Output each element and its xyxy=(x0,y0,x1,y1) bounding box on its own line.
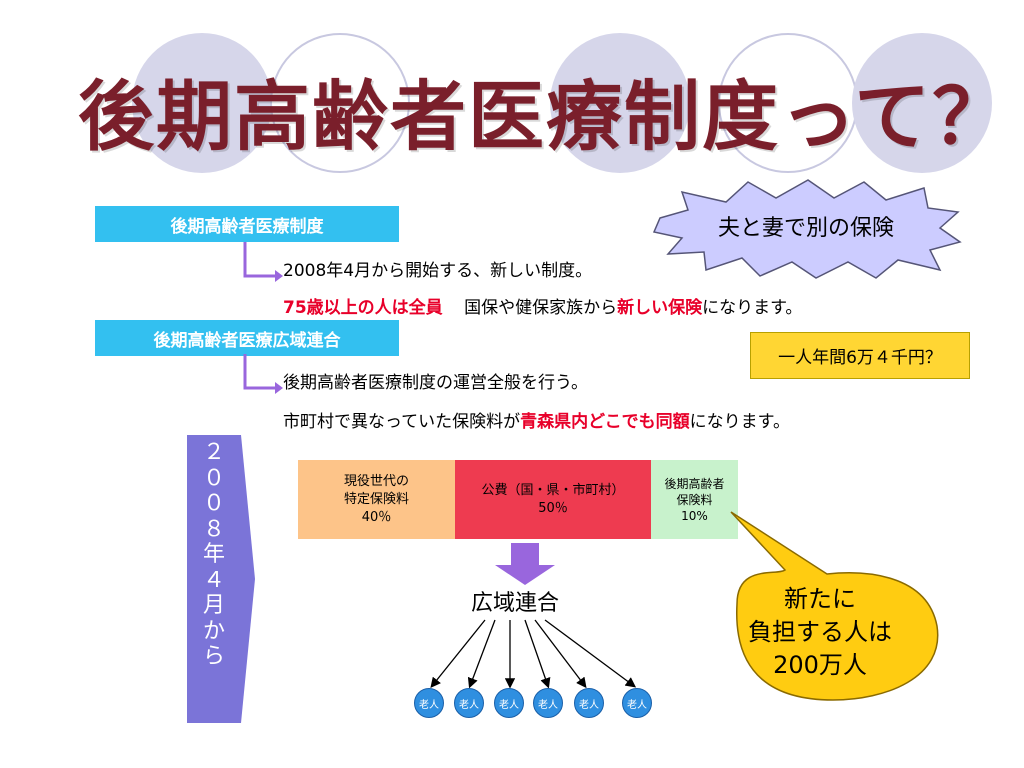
elderly-person-1: 老人 xyxy=(414,688,444,718)
year-banner xyxy=(187,435,241,723)
union-description-line2: 市町村で異なっていた保険料が青森県内どこでも同額になります。 xyxy=(283,407,790,432)
down-arrow xyxy=(495,543,555,585)
connector-arrow-1 xyxy=(243,242,283,282)
distribution-arrows xyxy=(430,619,637,689)
elderly-person-3: 老人 xyxy=(494,688,524,718)
everyone-75-text: 75歳以上の人は全員 xyxy=(283,298,443,318)
bubble-text: 新たに 負担する人は 200万人 xyxy=(748,585,892,679)
connector-arrow-2 xyxy=(243,354,283,394)
decor-circle-3 xyxy=(550,33,690,173)
union-description-line1: 後期高齢者医療制度の運営全般を行う。 xyxy=(283,368,588,393)
burst-shape xyxy=(652,179,962,279)
funding-segment-public: 公費（国・県・市町村） 50％ xyxy=(455,460,651,539)
speech-bubble xyxy=(730,511,939,701)
new-insurance-text: 新しい保険 xyxy=(617,298,703,318)
system-description-line1: 2008年4月から開始する、新しい制度。 xyxy=(283,256,592,281)
elderly-person-5: 老人 xyxy=(574,688,604,718)
decor-circle-1 xyxy=(132,33,272,173)
burst-text: 夫と妻で別の保険 xyxy=(717,216,894,241)
year-banner-text: ２ ０ ０ ８ 年 ４ 月 か ら xyxy=(202,440,225,669)
same-amount-text: 青森県内どこでも同額 xyxy=(520,412,690,432)
elderly-person-4: 老人 xyxy=(533,688,563,718)
from-national-insurance-text: 国保や健保家族から xyxy=(464,298,618,318)
system-description-line2: 75歳以上の人は全員 国保や健保家族から新しい保険になります。 xyxy=(283,293,802,318)
section-label-union: 後期高齢者医療広域連合 xyxy=(95,320,399,356)
funding-segment-workers: 現役世代の 特定保険料 40％ xyxy=(298,460,455,539)
becomes-text-2: になります。 xyxy=(689,412,790,432)
premium-differs-text: 市町村で異なっていた保険料が xyxy=(283,412,521,432)
system-start-text: 2008年4月から開始する、新しい制度。 xyxy=(283,261,593,281)
union-label: 広域連合 xyxy=(470,591,559,616)
decor-circle-2 xyxy=(270,33,410,173)
elderly-person-6: 老人 xyxy=(622,688,652,718)
annual-price-box: 一人年間6万４千円？ xyxy=(750,332,970,379)
becomes-text: になります。 xyxy=(702,298,803,318)
year-banner-arrow-tip xyxy=(241,435,255,723)
elderly-person-2: 老人 xyxy=(454,688,484,718)
funding-segment-elderly: 後期高齢者 保険料 10% xyxy=(651,460,738,539)
decor-circle-5 xyxy=(852,33,992,173)
section-label-system: 後期高齢者医療制度 xyxy=(95,206,399,242)
operations-text: 後期高齢者医療制度の運営全般を行う。 xyxy=(283,373,588,393)
page-title: 後期高齢者医療制度って？ xyxy=(78,72,1011,161)
